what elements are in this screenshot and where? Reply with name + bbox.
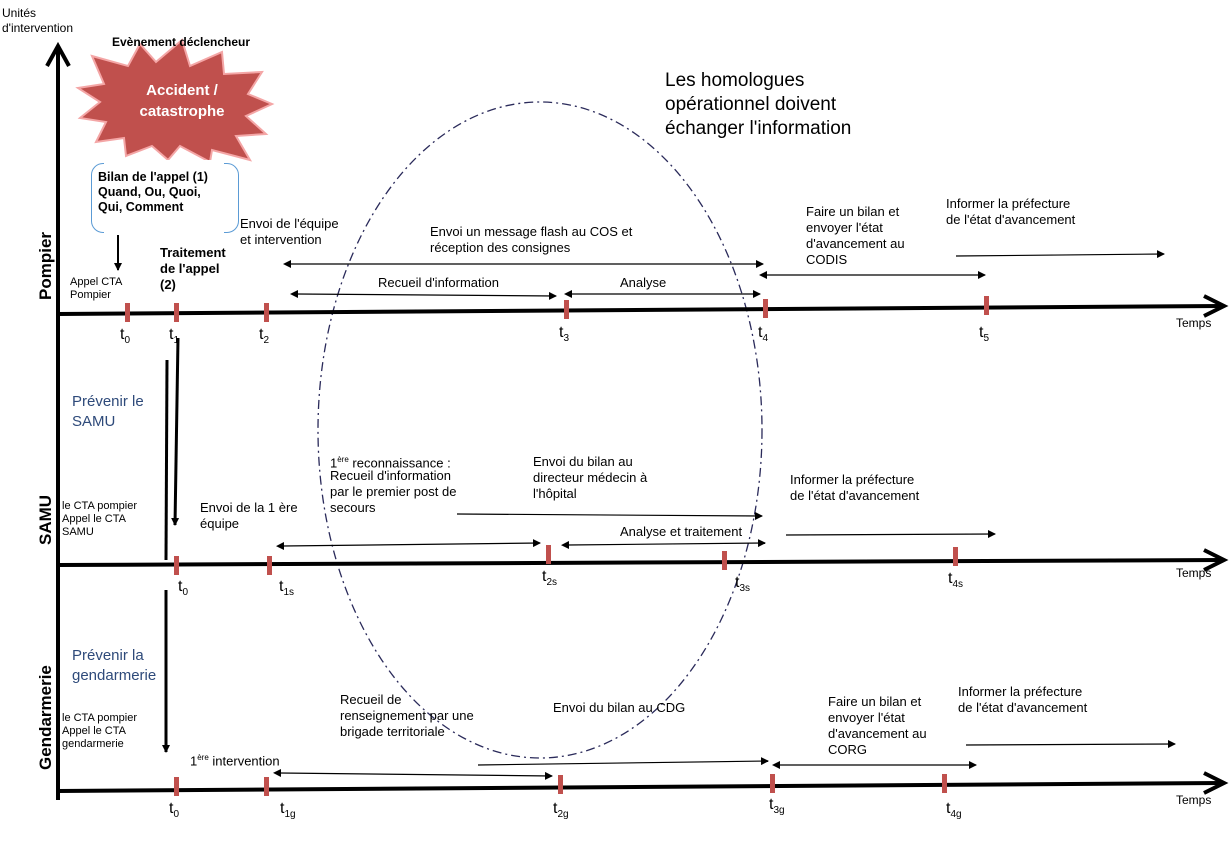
tick-label-t4s: t4s xyxy=(948,570,964,590)
tick-label-t2g: t2g xyxy=(553,800,569,820)
tick-label-t4: t4 xyxy=(758,324,769,344)
arrow-samu-team xyxy=(276,539,541,550)
tick-label-t1: t1 xyxy=(169,326,180,346)
homologues-ellipse xyxy=(317,101,763,759)
tick-t0 xyxy=(125,303,130,322)
pompier-call-summary: Bilan de l'appel (1) Quand, Ou, Quoi, Qu… xyxy=(98,170,208,214)
bracket-gap xyxy=(104,160,224,235)
down-arrow-samu xyxy=(171,337,180,526)
samu-reco-head: 1ère reconnaissance : xyxy=(330,455,451,471)
gendarmerie-prefecture: Informer la préfecture de l'état d'avanc… xyxy=(958,684,1088,715)
ticks-gendarmerie xyxy=(174,774,947,796)
tick-t0-gend xyxy=(174,777,179,796)
arrow-prefecture-samu xyxy=(785,530,996,539)
gendarmerie-call-label: le CTA pompier Appel le CTA gendarmerie xyxy=(62,712,137,750)
tick-t2s xyxy=(546,545,551,564)
pompier-analyse: Analyse xyxy=(620,275,667,290)
pompier-recueil: Recueil d'information xyxy=(378,275,499,290)
samu-warn: Prévenir le SAMU xyxy=(72,393,144,430)
explosion-star-icon xyxy=(75,38,275,164)
tick-t3s xyxy=(722,551,727,570)
tick-t2 xyxy=(264,303,269,322)
tick-label-t2s: t2s xyxy=(542,568,558,588)
arrow-prefecture-pompier xyxy=(955,250,1165,259)
tick-label-t0-samu: t0 xyxy=(178,578,189,598)
x-axis-label-samu: Temps xyxy=(1176,566,1212,580)
gendarmerie-warn: Prévenir la gendarmerie xyxy=(72,647,157,684)
arrow-gend-intervention xyxy=(273,769,553,780)
tick-label-t1g: t1g xyxy=(280,800,296,820)
trigger-title: Evènement déclencheur xyxy=(112,35,251,49)
gendarmerie-bilan: Faire un bilan et envoyer l'état d'avanc… xyxy=(828,694,927,757)
pompier-call-label: Appel CTA Pompier xyxy=(70,276,123,301)
x-axis-label-gendarmerie: Temps xyxy=(1176,793,1212,807)
lane-label-pompier: Pompier xyxy=(36,231,55,300)
pompier-processing: Traitement de l'appel (2) xyxy=(160,245,226,292)
tick-label-t5: t5 xyxy=(979,324,990,344)
arrow-gend-cdg xyxy=(477,757,769,766)
arrow-samu-bilan xyxy=(456,511,763,520)
tick-t0-samu xyxy=(174,556,179,575)
tick-label-t2: t2 xyxy=(259,326,270,346)
tick-label-t0: t0 xyxy=(120,326,131,346)
gendarmerie-recueil: Recueil de renseignement par une brigade… xyxy=(340,692,474,739)
tick-label-t1s: t1s xyxy=(279,578,295,598)
timeline-axis-gendarmerie xyxy=(57,771,1229,795)
samu-bilan: Envoi du bilan au directeur médecin à l'… xyxy=(533,454,648,501)
tick-t5 xyxy=(984,296,989,315)
tick-t1g xyxy=(264,777,269,796)
pompier-prefecture: Informer la préfecture de l'état d'avanc… xyxy=(946,196,1076,227)
timeline-axis-samu xyxy=(57,548,1229,572)
tick-t2g xyxy=(558,775,563,794)
tick-label-t3s: t3s xyxy=(735,574,751,594)
x-axis-label-pompier: Temps xyxy=(1176,316,1212,330)
tick-t4 xyxy=(763,299,768,318)
homologues-note: Les homologues opérationnel doivent écha… xyxy=(665,70,852,139)
pompier-flash: Envoi un message flash au COS et récepti… xyxy=(430,224,633,255)
tick-t4g xyxy=(942,774,947,793)
tick-label-t3: t3 xyxy=(559,324,570,344)
y-axis-arrow-icon xyxy=(45,41,71,67)
ticks-pompier xyxy=(125,296,989,322)
tick-label-t0-gend: t0 xyxy=(169,800,180,820)
arrow-recueil xyxy=(290,290,557,300)
lane-label-samu: SAMU xyxy=(36,494,55,545)
pompier-bilan: Faire un bilan et envoyer l'état d'avanc… xyxy=(806,204,905,267)
tick-t1 xyxy=(174,303,179,322)
tick-t3g xyxy=(770,774,775,793)
gendarmerie-bilan-cdg: Envoi du bilan au CDG xyxy=(553,700,686,715)
y-axis-label: Unités d'intervention xyxy=(2,6,74,35)
samu-call-label: le CTA pompier Appel le CTA SAMU xyxy=(62,500,137,538)
samu-prefecture: Informer la préfecture de l'état d'avanc… xyxy=(790,472,920,503)
pompier-team: Envoi de l'équipe et intervention xyxy=(240,216,339,247)
samu-team: Envoi de la 1 ère équipe xyxy=(200,500,298,531)
samu-analyse: Analyse et traitement xyxy=(620,524,743,539)
trigger-event: Accident / catastrophe xyxy=(139,82,225,120)
down-arrow-gend-a xyxy=(164,359,169,561)
arrow-samu-analyse xyxy=(561,539,766,549)
tick-t4s xyxy=(953,547,958,566)
tick-label-t3g: t3g xyxy=(769,796,785,816)
gendarmerie-intervention: 1ère intervention xyxy=(190,753,280,769)
tick-t1s xyxy=(267,556,272,575)
arrow-prefecture-gend xyxy=(965,740,1176,749)
timeline-axis-pompier xyxy=(57,294,1229,318)
tick-t3 xyxy=(564,300,569,319)
lane-label-gendarmerie: Gendarmerie xyxy=(36,665,55,770)
ticks-samu xyxy=(174,545,958,575)
tick-label-t4g: t4g xyxy=(946,800,962,820)
samu-reco: Recueil d'information par le premier pos… xyxy=(330,468,457,515)
